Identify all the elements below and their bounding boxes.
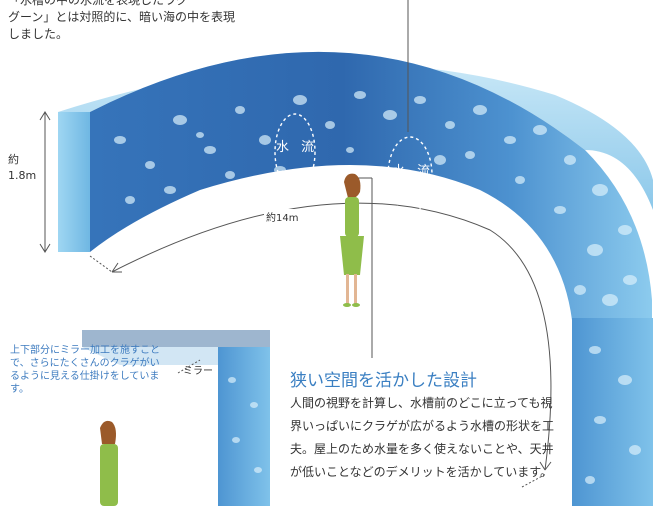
flow-loop-2	[387, 136, 433, 214]
intro-line-2: グーン」とは対照的に、暗い海の中を表現	[8, 10, 236, 24]
tank-left-end	[58, 112, 90, 252]
mirror-description: 上下部分にミラー加工を施すことで、さらにたくさんのクラゲがいるように見える仕掛け…	[10, 345, 160, 395]
flow-label-1: 水 流	[276, 140, 319, 155]
mirror-label: ミラー	[183, 366, 213, 377]
flow-loop-1	[274, 113, 316, 191]
intro-line-1: 「水槽の中の水流を表現したラグ	[8, 0, 189, 7]
woman-figure	[340, 173, 364, 307]
width-dimension-label: 約14m	[264, 209, 301, 224]
height-dimension-label: 約 1.8m	[8, 152, 36, 184]
feature-headline: 狭い空間を活かした設計	[290, 371, 477, 391]
tank-front-face	[90, 51, 652, 320]
height-label-value: 1.8m	[8, 169, 37, 182]
woman-figure-small	[100, 420, 118, 506]
intro-line-3: しました。	[8, 27, 69, 41]
mirror-top-panel	[82, 330, 270, 347]
tank-right-wall	[572, 318, 653, 506]
width-dimension-arc	[111, 202, 552, 471]
jellyfish-pattern	[114, 91, 637, 306]
mirror-wall	[218, 347, 270, 506]
feature-body: 人間の視野を計算し、水槽前のどこに立っても視界いっぱいにクラゲが広がるよう水槽の…	[290, 396, 555, 479]
flow-label-2: 水 流	[392, 164, 435, 179]
height-label-prefix: 約	[8, 153, 19, 166]
tank-top-rim	[58, 51, 653, 210]
